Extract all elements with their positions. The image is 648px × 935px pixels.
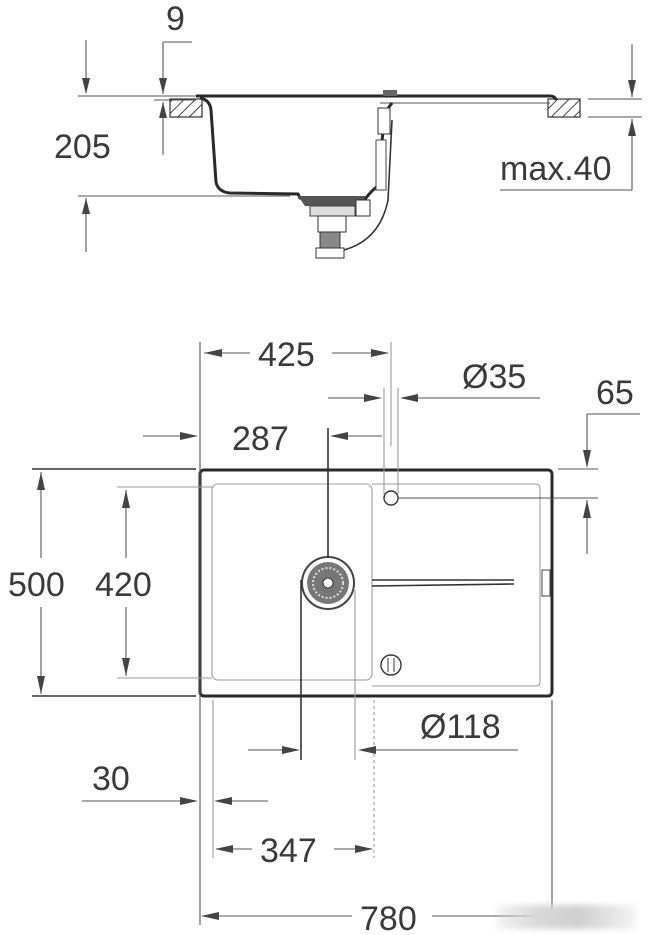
arrow-icon (159, 102, 167, 118)
arrow-icon (358, 746, 376, 754)
arrow-icon (122, 658, 130, 676)
arrow-icon (355, 845, 373, 853)
drain-assembly (298, 90, 397, 259)
arrow-icon (201, 912, 219, 920)
overflow-slot (541, 569, 551, 597)
arrow-icon (37, 472, 45, 490)
arrow-icon (371, 349, 389, 357)
arrow-icon (37, 676, 45, 694)
arrow-icon (583, 500, 591, 518)
sink-rim-profile (196, 94, 558, 101)
arrow-icon (122, 490, 130, 508)
dim-tap-hole-diameter: Ø35 (462, 358, 526, 396)
dim-rim-margin: 30 (92, 760, 130, 798)
dim-drain-offset: 287 (232, 420, 289, 458)
dim-bowl-width-with-rim: 425 (258, 336, 315, 374)
arrow-icon (180, 797, 198, 805)
dim-overall-depth: 500 (8, 566, 65, 604)
top-view: 425 Ø35 287 65 500 (8, 336, 640, 935)
arrow-icon (180, 432, 198, 440)
drainboard-groove (371, 579, 515, 587)
dim-bowl-depth: 205 (54, 128, 111, 166)
dim-rim-thickness: 9 (166, 0, 185, 38)
sink-outline (198, 468, 554, 698)
arrow-icon (583, 450, 591, 468)
arrow-icon (215, 845, 233, 853)
countertop-left-section (169, 98, 203, 118)
watermark-blur (496, 905, 636, 929)
tap-hole (383, 490, 399, 506)
bowl-outline (211, 483, 373, 681)
dim-tap-hole-offset: 65 (596, 374, 634, 412)
arrow-icon (330, 432, 348, 440)
dim-bowl-inner-width: 347 (260, 832, 317, 870)
overflow-control-knob (380, 654, 402, 676)
arrow-icon (628, 80, 636, 97)
dim-drain-diameter: Ø118 (420, 708, 501, 746)
arrow-icon (82, 78, 90, 94)
side-view: 9 205 max.40 (54, 0, 642, 259)
arrow-icon (628, 119, 636, 136)
dim-countertop-thickness: max.40 (500, 150, 612, 188)
arrow-icon (214, 797, 232, 805)
dim-bowl-depth-inner: 420 (95, 566, 152, 604)
arrow-icon (400, 394, 418, 402)
bowl-profile (199, 96, 394, 200)
dim-overall-width: 780 (360, 900, 417, 935)
arrow-icon (159, 78, 167, 94)
countertop-right-section (547, 98, 581, 118)
drainboard-outline (372, 483, 541, 687)
arrow-icon (82, 198, 90, 214)
arrow-icon (282, 746, 300, 754)
drain-strainer (301, 556, 355, 610)
arrow-icon (204, 349, 222, 357)
arrow-icon (364, 394, 382, 402)
